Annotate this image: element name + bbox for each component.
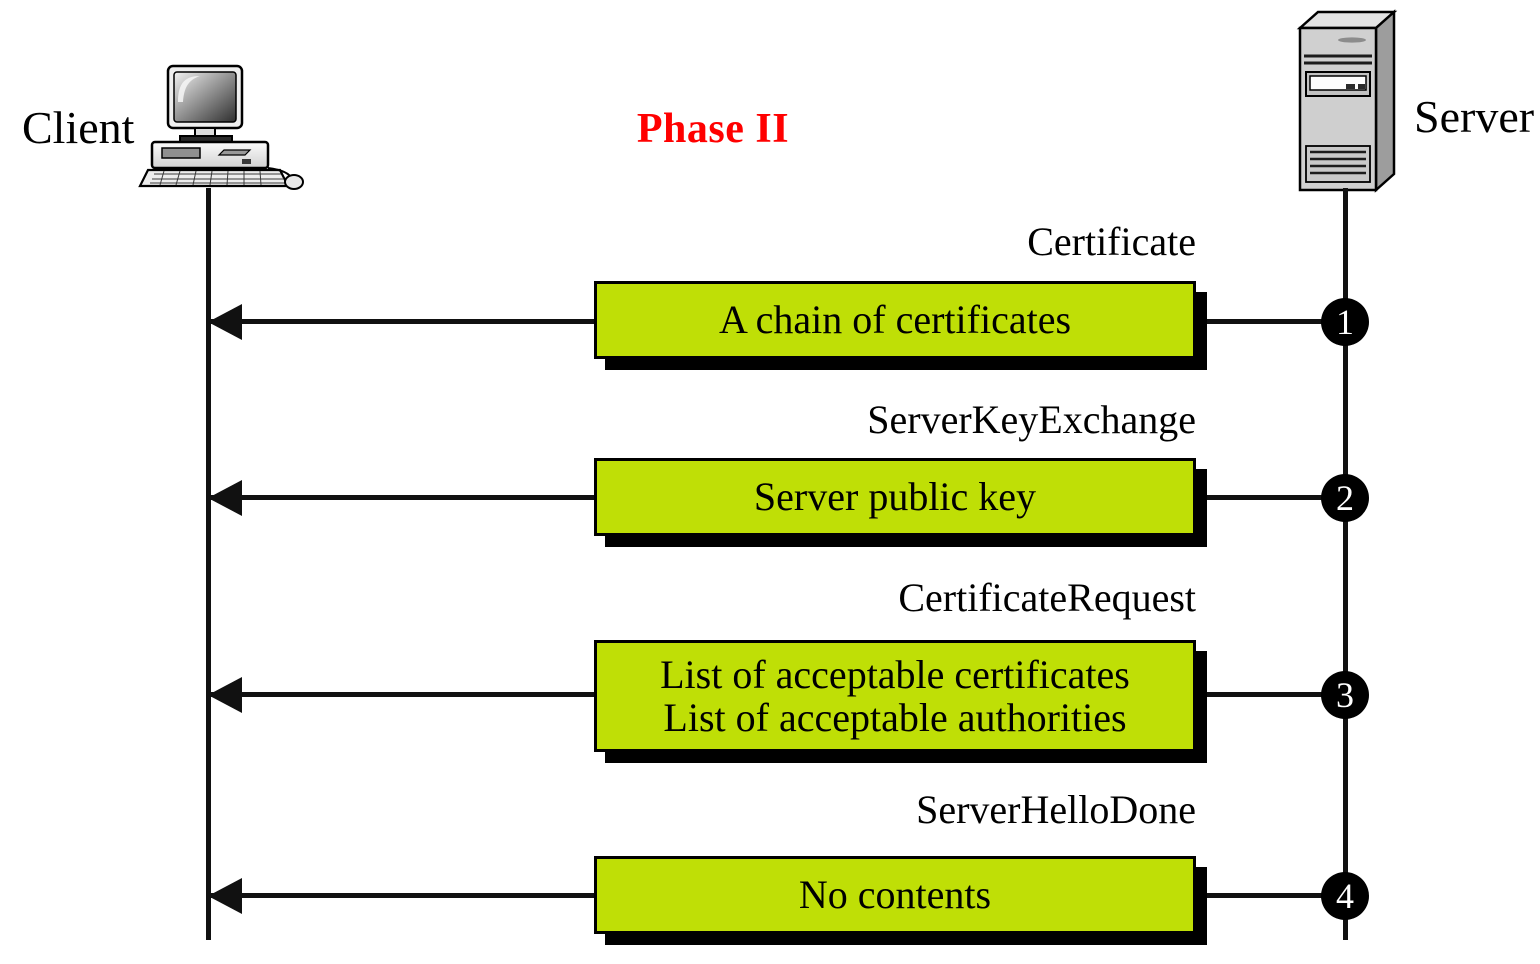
message-server-line [1196,319,1348,324]
client-lifeline [206,188,211,940]
message-arrow-line [208,319,596,324]
message-server-line [1196,495,1348,500]
server-label: Server [1414,91,1535,142]
message-box: A chain of certificates [594,281,1196,359]
message-arrow-head [208,677,242,713]
message-box-line: List of acceptable authorities [663,695,1127,740]
step-number-badge: 2 [1321,474,1369,522]
message-caption: ServerKeyExchange [867,397,1196,442]
message-arrow-head [208,878,242,914]
message-arrow-line [208,495,596,500]
message-box: Server public key [594,458,1196,536]
message-box: No contents [594,856,1196,934]
client-label: Client [22,102,135,153]
step-number-badge: 1 [1321,298,1369,346]
message-box-line: Server public key [753,474,1037,520]
message-arrow-line [208,692,596,697]
message-box-line: A chain of certificates [718,297,1072,343]
step-number-badge: 4 [1321,872,1369,920]
server-lifeline [1343,188,1348,940]
message-server-line [1196,893,1348,898]
message-box-line: List of acceptable certificates [660,651,1130,697]
step-number-badge: 3 [1321,671,1369,719]
server-tower-icon [1288,6,1402,196]
message-server-line [1196,692,1348,697]
message-caption: CertificateRequest [898,575,1196,620]
message-arrow-head [208,304,242,340]
message-arrow-line [208,893,596,898]
message-caption: Certificate [1027,219,1196,264]
message-box: List of acceptable certificates List of … [594,640,1196,752]
message-arrow-head [208,480,242,516]
desktop-computer-icon [138,62,306,194]
page-title: Phase II [636,106,790,152]
message-caption: ServerHelloDone [916,787,1196,832]
message-box-line: No contents [798,872,992,918]
